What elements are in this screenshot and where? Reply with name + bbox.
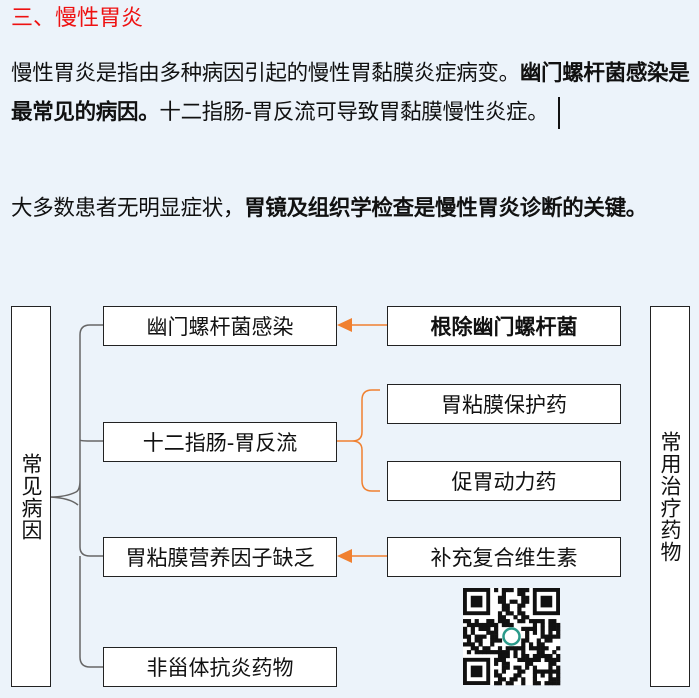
causes-bracket [49, 324, 103, 668]
text: 大多数患者无明显症状， [11, 196, 245, 221]
cause-box: 十二指肠-胃反流 [103, 422, 337, 462]
section-title: 三、慢性胃炎 [11, 6, 144, 31]
text: 慢性胃炎是指由多种病因引起的慢性胃黏膜炎症病变。 [11, 61, 520, 86]
arrow-head-icon [337, 549, 352, 563]
treatments-label: 常用治疗药物 [650, 306, 690, 687]
treatment-box: 促胃动力药 [387, 461, 621, 501]
qr-code-icon [463, 588, 561, 686]
treatment-bracket [336, 389, 380, 492]
text-cursor [558, 96, 560, 129]
cause-box: 幽门螺杆菌感染 [103, 306, 337, 346]
bold-text: 幽门螺杆菌感染是最常见的病因。 [11, 61, 690, 125]
intro-paragraph: 慢性胃炎是指由多种病因引起的慢性胃黏膜炎症病变。幽门螺杆菌感染是最常见的病因。十… [11, 55, 691, 132]
causes-label: 常见病因 [11, 306, 51, 687]
treatment-box: 胃粘膜保护药 [387, 384, 621, 424]
bold-text: 胃镜及组织学检查是慢性胃炎诊断的关键。 [244, 196, 648, 221]
cause-box: 非甾体抗炎药物 [103, 647, 337, 687]
text: 十二指肠-胃反流可导致胃黏膜慢性炎症。 [159, 99, 549, 125]
arrow-head-icon [337, 318, 352, 332]
cause-box: 胃粘膜营养因子缺乏 [103, 537, 337, 577]
diagnosis-paragraph: 大多数患者无明显症状，胃镜及组织学检查是慢性胃炎诊断的关键。 [11, 190, 691, 229]
treatment-box: 根除幽门螺杆菌 [387, 306, 621, 346]
treatment-box: 补充复合维生素 [387, 537, 621, 577]
